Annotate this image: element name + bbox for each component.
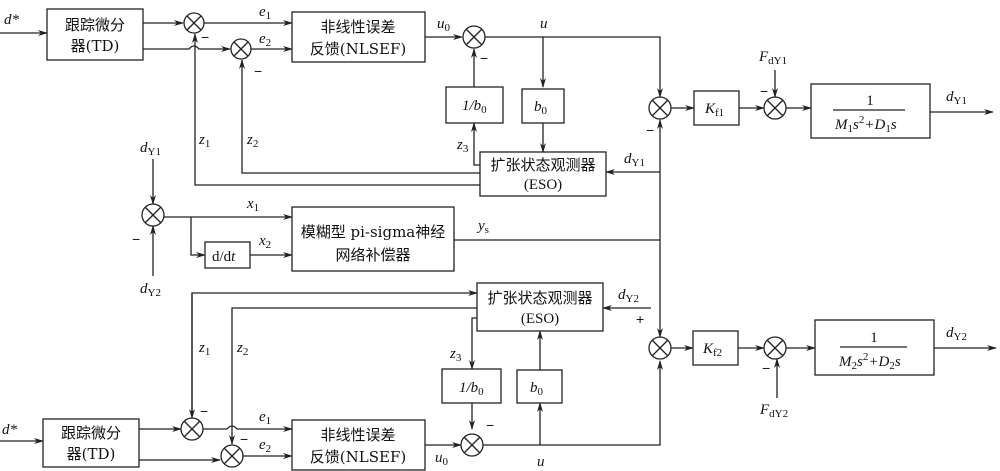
- minus-sign: −: [486, 417, 494, 433]
- inv-b0-bot-label: 1/b0: [459, 380, 484, 398]
- plant2-numerator: 1: [870, 330, 878, 346]
- e2-label-top: e2: [259, 31, 271, 49]
- z2-label-bot: z2: [236, 340, 248, 358]
- x1-label: x1: [246, 196, 259, 214]
- td-bot-line1: 跟踪微分: [61, 424, 121, 442]
- minus-sign: −: [762, 360, 770, 376]
- e2-label-bot: e2: [259, 437, 271, 455]
- b0-top-label: b0: [534, 99, 548, 117]
- eso-bot-line1: 扩张状态观测器: [487, 289, 592, 307]
- dY1-comp-label: dY1: [140, 140, 161, 158]
- inv-b0-block-top: 1/b0: [445, 86, 504, 124]
- td-top-line2: 器(TD): [71, 37, 120, 55]
- fuzzy-nn-line2: 网络补偿器: [335, 246, 410, 264]
- inv-b0-top-label: 1/b0: [462, 98, 487, 116]
- fuzzy-nn-line1: 模糊型 pi-sigma神经: [301, 223, 446, 241]
- b0-bot-label: b0: [530, 380, 544, 398]
- minus-sign: −: [200, 403, 208, 419]
- plant2-denominator: M2s2+D2s: [838, 351, 901, 372]
- u0-label-top: u0: [437, 16, 451, 34]
- minus-sign: −: [240, 431, 248, 447]
- z2-label-top: z2: [246, 132, 258, 150]
- td-block-top: 跟踪微分 器(TD): [46, 8, 144, 61]
- td-block-bottom: 跟踪微分 器(TD): [42, 418, 140, 468]
- dY2-output-label: dY2: [946, 325, 967, 343]
- kf2-label: Kf2: [702, 341, 722, 359]
- ddt-block: d/dt: [204, 241, 251, 269]
- plant1-numerator: 1: [866, 93, 874, 109]
- u0-label-bot: u0: [435, 450, 449, 468]
- kf1-label: Kf1: [704, 101, 724, 119]
- sum-junction-compensator: [141, 203, 165, 227]
- sum-junction-plant1: [648, 96, 672, 120]
- nlsef-block-top: 非线性误差 反馈(NLSEF): [291, 11, 426, 63]
- td-top-line1: 跟踪微分: [65, 16, 125, 34]
- b0-block-bottom: b0: [516, 369, 563, 404]
- ys-label: ys: [476, 218, 489, 236]
- sum-junction-e2-top: [230, 38, 252, 60]
- dY1-output-label: dY1: [946, 89, 967, 107]
- z1-label-bot: z1: [198, 340, 210, 358]
- x2-label: x2: [258, 233, 271, 251]
- e1-label-bot: e1: [259, 409, 271, 427]
- nlsef-top-line2: 反馈(NLSEF): [310, 40, 406, 58]
- nlsef-block-bottom: 非线性误差 反馈(NLSEF): [291, 419, 426, 471]
- sum-junction-fdY1: [763, 96, 787, 120]
- plant1-block: 1 M1s2+D1s: [810, 83, 931, 139]
- u-label-top: u: [540, 16, 548, 32]
- dY1-eso-label: dY1: [624, 151, 645, 169]
- minus-sign: −: [254, 63, 262, 79]
- sum-junction-e2-bottom: [220, 444, 244, 468]
- dY2-eso-label: dY2: [618, 287, 639, 305]
- kf2-block: Kf2: [692, 330, 739, 366]
- dstar-input-top: d*: [0, 12, 48, 36]
- eso-block-top: 扩张状态观测器 (ESO): [479, 151, 607, 197]
- fuzzy-pi-sigma-nn-block: 模糊型 pi-sigma神经 网络补偿器: [291, 206, 455, 272]
- e1-label-top: e1: [259, 4, 271, 22]
- eso-block-bottom: 扩张状态观测器 (ESO): [476, 282, 604, 332]
- td-bot-line2: 器(TD): [67, 445, 116, 463]
- plus-sign: +: [636, 311, 644, 327]
- plant2-block: 1 M2s2+D2s: [814, 319, 935, 376]
- eso-bot-line2: (ESO): [521, 311, 559, 327]
- minus-sign: −: [201, 29, 209, 45]
- sum-junction-fdY2: [763, 336, 787, 360]
- minus-sign: −: [646, 122, 654, 138]
- nlsef-bot-line1: 非线性误差: [320, 426, 395, 444]
- eso-top-line1: 扩张状态观测器: [490, 156, 595, 174]
- dY2-comp-label: dY2: [140, 281, 161, 299]
- nlsef-top-line1: 非线性误差: [320, 18, 395, 36]
- z1-label-top: z1: [198, 132, 210, 150]
- FdY2-label: FdY2: [759, 402, 788, 420]
- FdY1-label: FdY1: [758, 49, 787, 67]
- eso-top-line2: (ESO): [524, 177, 562, 193]
- plant1-denominator: M1s2+D1s: [834, 114, 897, 135]
- dstar-label-bot: d*: [2, 422, 18, 438]
- ddt-label: d/dt: [212, 249, 236, 265]
- inv-b0-block-bottom: 1/b0: [441, 368, 502, 404]
- z3-label-top: z3: [456, 137, 469, 155]
- sum-junction-plant2: [648, 336, 672, 360]
- u-label-bot: u: [537, 454, 545, 470]
- b0-block-top: b0: [521, 88, 565, 124]
- z3-label-bot: z3: [449, 346, 462, 364]
- sum-junction-u-bottom: [460, 433, 484, 457]
- dstar-label: d*: [4, 12, 20, 28]
- minus-sign: −: [760, 83, 768, 99]
- kf1-block: Kf1: [693, 90, 740, 126]
- sum-junction-e1-bottom: [180, 417, 204, 441]
- minus-sign: −: [480, 50, 488, 66]
- sum-junction-u-top: [462, 25, 486, 49]
- nlsef-bot-line2: 反馈(NLSEF): [310, 448, 406, 466]
- minus-sign: −: [132, 231, 140, 247]
